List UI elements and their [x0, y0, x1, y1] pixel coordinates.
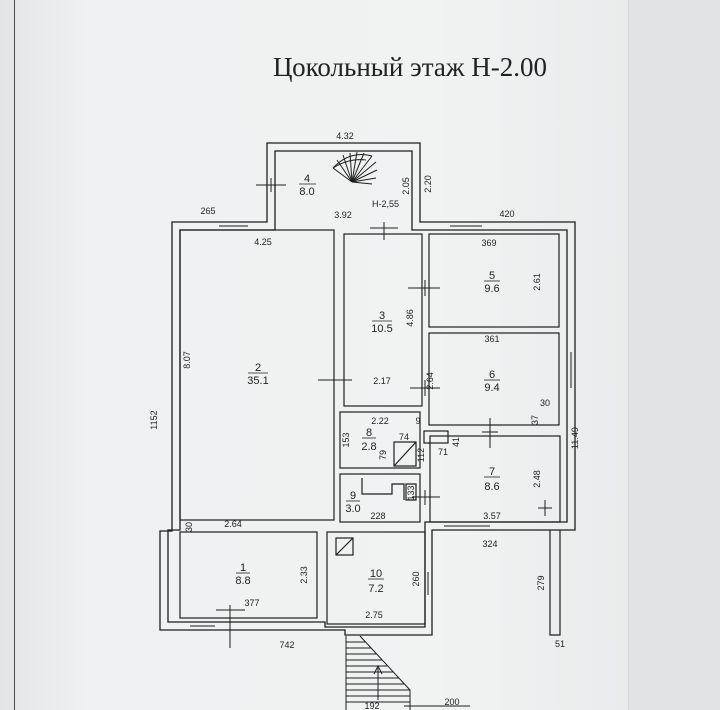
dim-label: 192	[364, 701, 379, 710]
room-5-label: 5 9.6	[484, 270, 500, 295]
room-1-label: 1 8.8	[235, 562, 250, 587]
svg-text:2: 2	[255, 362, 261, 374]
svg-text:1: 1	[240, 562, 246, 574]
dim-label: 8.07	[182, 351, 192, 369]
room-2-label: 2 35.1	[247, 362, 268, 387]
room-6-label: 6 9.4	[484, 369, 500, 394]
dim-label: 9	[415, 416, 420, 426]
svg-text:9.6: 9.6	[484, 283, 499, 295]
dim-label: 37	[530, 415, 540, 425]
exterior-stair	[345, 635, 470, 710]
svg-text:7: 7	[489, 466, 495, 478]
svg-text:8: 8	[366, 427, 372, 439]
door-marks	[216, 178, 552, 648]
dim-label: 324	[482, 539, 497, 549]
level-mark: Н-2,55	[372, 199, 399, 209]
dim-label: 41	[451, 437, 461, 447]
svg-text:8.0: 8.0	[299, 186, 314, 198]
dim-label: 71	[438, 447, 448, 457]
svg-text:3.0: 3.0	[345, 503, 360, 515]
windows	[190, 221, 576, 631]
dim-label: 420	[499, 209, 514, 219]
svg-text:8.8: 8.8	[235, 575, 250, 587]
dim-label: 153	[341, 432, 351, 447]
dim-label: 369	[481, 238, 496, 248]
dim-label: 2.61	[532, 273, 542, 291]
svg-text:9: 9	[350, 490, 356, 502]
dim-label: 200	[444, 697, 459, 707]
dim-label: 265	[200, 206, 215, 216]
dim-label: 742	[279, 640, 294, 650]
dim-label: 30	[540, 398, 550, 408]
room-3-label: 3 10.5	[371, 310, 392, 335]
spiral-stair	[332, 151, 378, 185]
dim-label: 377	[244, 598, 259, 608]
dim-label: 2.20	[423, 175, 433, 193]
room-7-label: 7 8.6	[484, 466, 500, 493]
dim-label: 30	[184, 522, 194, 532]
room-8-label: 8 2.8	[361, 427, 376, 453]
room-10-label: 10 7.2	[368, 568, 384, 595]
dim-label: 2.05	[401, 177, 411, 195]
room-9-label: 9 3.0	[345, 490, 360, 515]
dim-label: 3.57	[483, 511, 501, 521]
plan-title: Цокольный этаж Н-2.00	[273, 52, 547, 82]
dim-label: 361	[484, 334, 499, 344]
dim-label: 2.17	[373, 376, 391, 386]
dim-label: 260	[411, 571, 421, 586]
dim-label: 228	[370, 511, 385, 521]
svg-text:7.2: 7.2	[368, 583, 383, 595]
porch	[549, 530, 561, 636]
dim-label: 74	[399, 432, 409, 442]
svg-text:3: 3	[379, 310, 385, 322]
svg-text:5: 5	[489, 270, 495, 282]
dim-label: 4.86	[405, 309, 415, 327]
dim-label: 2.48	[532, 470, 542, 488]
dim-label: 2.64	[425, 372, 435, 390]
dimension-labels: 4.32 3.92 2.05 2.20 265 420 4.25 369 2.6…	[149, 131, 580, 710]
dim-label: 2.75	[365, 610, 383, 620]
svg-text:10: 10	[370, 568, 382, 580]
svg-text:10.5: 10.5	[371, 323, 392, 335]
margin-line	[14, 0, 15, 710]
svg-text:8.6: 8.6	[484, 481, 499, 493]
dim-label: 79	[378, 450, 388, 460]
dim-label: 4.32	[336, 131, 354, 141]
exterior-walls	[159, 142, 576, 636]
svg-text:4: 4	[304, 173, 310, 185]
svg-text:9.4: 9.4	[484, 382, 499, 394]
dim-label: 2.33	[299, 566, 309, 584]
sheet-edge	[628, 0, 720, 710]
svg-text:35.1: 35.1	[247, 375, 268, 387]
dim-label: 4.25	[254, 237, 272, 247]
dim-label: 3.92	[334, 210, 352, 220]
svg-text:6: 6	[489, 369, 495, 381]
room-labels: 1 8.8 2 35.1 3 10.5 4 8.0 5 9.6 6 9.4	[235, 173, 500, 595]
dim-label: 112	[416, 448, 426, 462]
dim-label: 2.22	[371, 416, 389, 426]
room-4-label: 4 8.0	[299, 173, 316, 198]
dim-label: 2.64	[224, 519, 242, 529]
svg-text:2.8: 2.8	[361, 441, 376, 453]
dim-label: 133	[406, 485, 416, 500]
dim-label: 11.49	[570, 427, 580, 449]
dim-label: 51	[555, 639, 565, 649]
dim-label: 1152	[149, 410, 159, 429]
dim-label: 279	[536, 575, 546, 590]
